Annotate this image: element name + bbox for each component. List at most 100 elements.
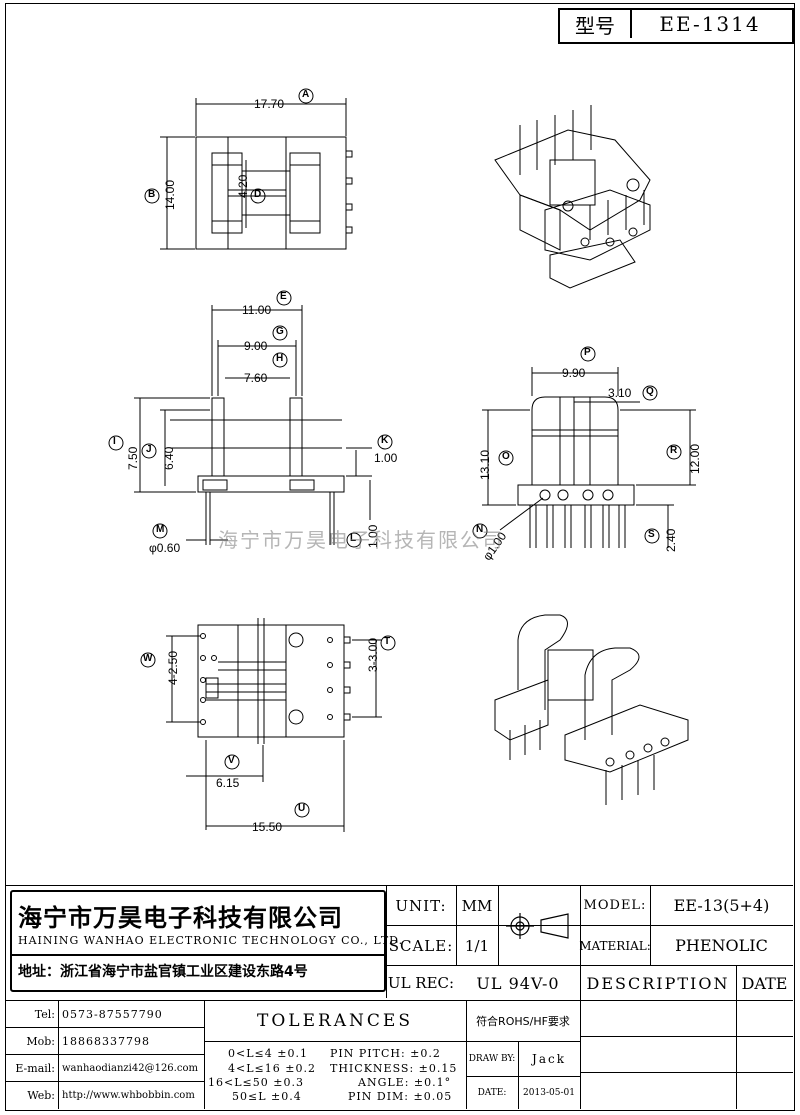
dim-w-value: 4-2.50 [166,650,180,685]
dim-j-value: 6.40 [162,446,176,470]
grid-h-1 [386,925,793,926]
tol-range-4: 50≤L ±0.4 [232,1090,302,1103]
tol-range-3: 16<L≤50 ±0.3 [208,1076,304,1089]
contact-h-3 [5,1081,204,1082]
label-v: V [228,755,235,766]
dim-h-value: 7.60 [244,371,268,385]
tol-spec-4: PIN DIM: ±0.05 [348,1090,453,1103]
label-b: B [148,189,156,200]
company-address: 地址：浙江省海宁市盐官镇工业区建设东路4号 [18,964,308,980]
grid-v-7 [736,965,737,1109]
model-header-box: 型号 EE-1314 [558,8,794,44]
model-header-value: EE-1314 [659,12,761,36]
dim-g-value: 9.00 [244,339,268,353]
grid-h-2 [386,965,793,966]
model-label: MODEL: [583,898,647,913]
dim-i-value: 7.50 [126,446,140,470]
rev-h-1 [580,1036,793,1037]
contact-h-2 [5,1054,204,1055]
scale-value: 1/1 [464,936,490,955]
label-s: S [648,529,655,540]
description-header: DESCRIPTION [586,973,730,993]
contact-mob-value: 18868337798 [62,1034,150,1048]
rev-h-2 [580,1072,793,1073]
company-divider [10,954,384,956]
tol-range-1: 0<L≤4 ±0.1 [228,1047,308,1060]
contact-v-2 [204,1000,205,1109]
label-d: D [254,189,262,200]
contact-mob-label: Mob: [26,1034,55,1048]
model-value: EE-13(5+4) [673,896,770,915]
date-label: DATE: [477,1088,507,1098]
tol-range-2: 4<L≤16 ±0.2 [228,1062,316,1075]
dim-a-value: 17.70 [254,97,285,111]
dim-m-value: φ0.60 [149,541,181,555]
grid-h-3 [5,1000,793,1001]
dim-r-value: 12.00 [688,443,702,474]
scale-label: SCALE: [388,936,454,955]
dim-q-value: 3.10 [608,386,632,400]
contact-h-1 [5,1027,204,1028]
ulrec-value: UL 94V-0 [476,973,560,993]
draw-v [518,1042,519,1109]
tol-spec-2: THICKNESS: ±0.15 [330,1062,458,1075]
unit-label: UNIT: [395,896,447,915]
label-n: N [476,524,484,535]
dim-o-value: 13.10 [478,449,492,480]
grid-v-1 [386,885,387,998]
label-r: R [670,445,678,456]
dim-t-value: 3-3.00 [366,637,380,672]
rohs-note: 符合ROHS/HF要求 [476,1015,570,1028]
dim-d-value: 4.20 [236,174,250,198]
drawn-by-label: DRAW BY: [468,1054,516,1064]
contact-web-value[interactable]: http://www.whbobbin.com [62,1090,195,1101]
company-name-en: HAINING WANHAO ELECTRONIC TECHNOLOGY CO.… [18,934,404,947]
material-label: MATERIAL: [579,938,651,953]
label-a: A [302,89,310,100]
company-name-cn: 海宁市万昊电子科技有限公司 [18,904,343,932]
label-e: E [280,291,287,302]
tol-h [204,1041,466,1042]
date-header: DATE [741,973,788,993]
label-u: U [298,803,306,814]
drawing-border [5,3,795,1111]
tolerances-title: TOLERANCES [257,1011,413,1031]
label-h: H [276,353,284,364]
contact-email-value[interactable]: wanhaodianzi42@126.com [62,1062,198,1074]
draw-h-2 [466,1076,580,1077]
unit-value: MM [461,896,493,915]
watermark: 海宁市万昊电子科技有限公司 [218,528,504,552]
grid-v-5 [580,965,581,1109]
company-box [10,890,386,992]
tol-v [466,1000,467,1109]
label-q: Q [646,386,654,397]
dim-s-value: 2.40 [664,528,678,552]
contact-tel-value: 0573-87557790 [62,1007,163,1021]
dim-p-value: 9.90 [562,366,586,380]
tol-spec-3: ANGLE: ±0.1° [358,1076,452,1089]
dim-v-value: 6.15 [216,776,240,790]
label-l: L [350,533,357,544]
material-value: PHENOLIC [675,936,768,955]
contact-web-label: Web: [27,1089,55,1102]
label-o: O [502,451,510,462]
ulrec-label: UL REC: [387,974,455,992]
tol-spec-1: PIN PITCH: ±0.2 [330,1047,441,1060]
draw-h [466,1041,580,1042]
dim-b-value: 14.00 [163,179,177,210]
label-p: P [584,347,591,358]
title-block-top-rule [5,885,793,886]
label-w: W [143,653,153,664]
contact-tel-label: Tel: [34,1007,55,1021]
label-g: G [276,326,284,337]
label-i: I [113,436,116,447]
model-header-label: 型号 [560,10,632,38]
date-value: 2013-05-01 [523,1088,575,1098]
dim-u-value: 15.50 [252,820,283,834]
label-m: M [156,524,165,535]
label-k: K [381,435,389,446]
contact-email-label: E-mail: [15,1061,55,1075]
label-t: T [384,636,391,647]
drawn-by-value: Jack [532,1052,566,1066]
dim-e-value: 11.00 [242,303,272,317]
